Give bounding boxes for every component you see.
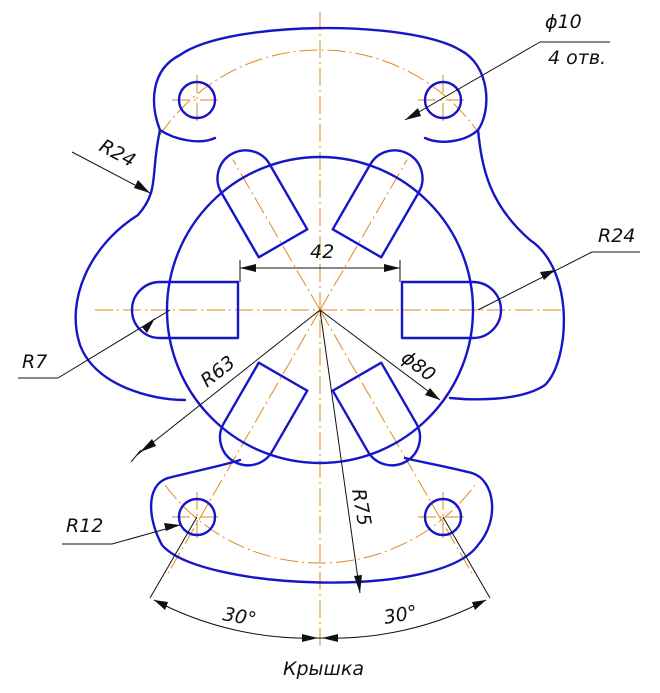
diagonal-axis-upper-right [319,159,408,311]
center-lines [95,12,565,648]
outer-profile-bottom [149,471,494,584]
ext-angle-left [149,516,198,599]
label-angle-left: 30° [221,603,258,631]
mounting-hole-bottom-right [423,497,463,537]
label-hole-count: 4 отв. [548,47,606,69]
diagonal-axis-upper-left [232,159,321,311]
outer-profile-right [448,128,565,401]
arrow-angle-left-a [154,600,168,610]
arrow-d80 [425,388,440,400]
slot-right [400,280,503,340]
arrow-42-left [240,264,256,272]
slot-upper-right [331,149,424,259]
label-d80: ϕ80 [397,346,440,386]
drawing-title: Крышка [283,658,364,680]
neck-arc-left [158,128,217,143]
label-hole-diameter: ϕ10 [545,11,582,33]
mounting-hole-top-right [423,80,463,120]
leader-hole-diameter [404,41,541,121]
arrow-hole-diameter [405,108,421,120]
dimension-lines [18,41,640,642]
arrow-42-right [384,264,400,272]
label-r7: R7 [22,351,47,373]
outer-profile-top [152,26,488,132]
slot-left [130,280,240,340]
label-r24-left: R24 [96,135,139,172]
dimline-r63 [136,309,321,456]
arrow-r7 [142,318,155,333]
arrow-angle-right-a [322,634,338,642]
arrow-r24-right [540,270,555,280]
label-angle-right: 30° [382,601,419,629]
label-r75: R75 [347,487,375,528]
slot-upper-left [216,149,309,259]
dimline-d80 [319,309,441,401]
arrow-angle-right-b [472,600,486,610]
arc-angle-right [319,599,487,639]
slot-lower-left [218,361,309,467]
hole-pitch-arc-bottom [164,484,476,564]
arc-angle-left [153,599,321,639]
label-42: 42 [310,241,334,263]
bottom-neck-left [166,458,242,480]
neck-arc-right [423,128,480,143]
label-r63: R63 [197,352,240,392]
arrow-r63 [140,439,156,452]
part-outline [74,26,565,584]
slot-lower-right [331,361,422,467]
bottom-neck-right [403,456,474,475]
mounting-hole-top-left [177,80,217,120]
label-r12: R12 [66,515,103,537]
leader-r24-right [477,251,593,311]
hole-pitch-arc-top [159,49,481,136]
dimension-texts: ϕ10 4 отв. R24 R24 42 R7 ϕ80 R63 R12 R75… [22,11,635,680]
label-r24-right: R24 [598,225,635,247]
arrow-r24-left [134,180,150,193]
ext-r63 [130,449,142,463]
mounting-hole-bottom-left [177,497,217,537]
central-body-circle [165,155,475,465]
outer-profile-left [74,128,187,402]
arrow-r75 [354,575,362,593]
arrow-r12 [164,523,180,531]
dimline-r75 [319,309,361,594]
arrow-angle-left-b [302,634,318,642]
ext-angle-right [442,516,491,599]
